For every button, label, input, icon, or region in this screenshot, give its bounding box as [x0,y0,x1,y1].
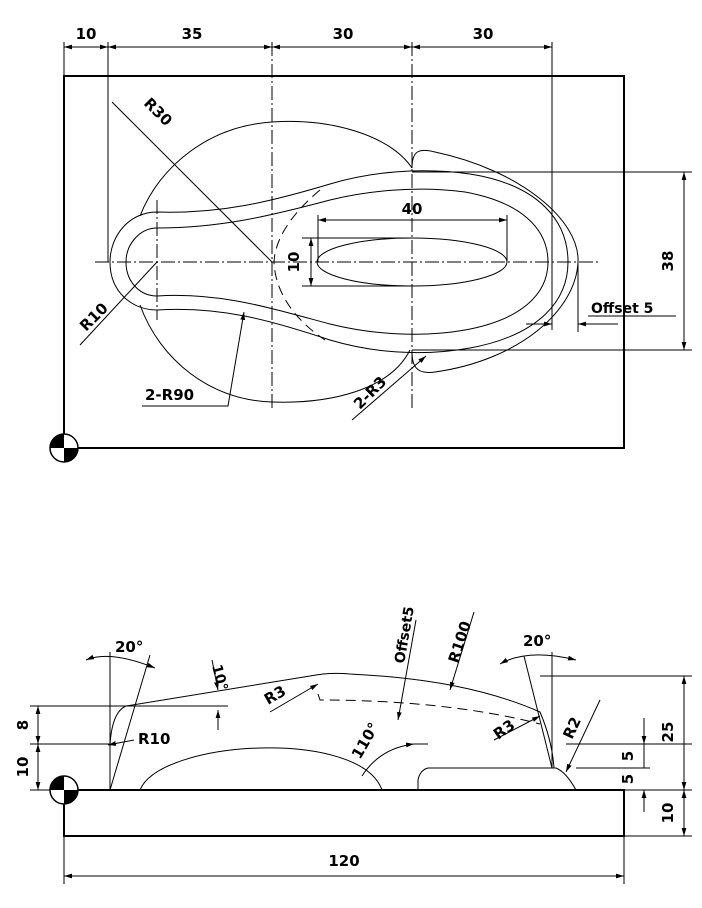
label-r30: R30 [140,94,176,130]
r30-circle [139,120,413,217]
origin-symbol-side [49,775,79,805]
dim-10v-text: 10 [285,252,303,273]
inner-contour [125,188,549,335]
label-offset5-top: Offset 5 [591,301,653,317]
label-r100: R100 [445,619,475,665]
side-view: 20° 10° R3 R10 110° Offset5 R100 R3 20° [14,605,692,884]
side-profile [109,672,555,790]
dim-30b-text: 30 [473,25,494,43]
dim-30a-text: 30 [333,25,354,43]
dim-5b-text: 5 [619,774,637,784]
label-r2: R2 [559,714,585,742]
dim-25-text: 25 [659,722,677,743]
label-r10-top: R10 [76,299,112,335]
label-offset5-side: Offset5 [392,605,418,664]
dim-10-right-text: 10 [659,803,677,824]
angle-20-right: 20° [523,632,551,650]
angle-110: 110° [348,719,383,762]
label-2r90: 2-R90 [145,386,194,404]
label-r10-side: R10 [138,730,170,748]
stock-outline-top [63,75,625,449]
dim-38-text: 38 [659,251,677,272]
outer-bump [411,149,579,373]
dim-35-text: 35 [182,25,203,43]
origin-symbol-top [49,433,79,463]
label-r3-right: R3 [490,716,518,743]
r30-dashed-arc [273,189,326,341]
label-r3-left: R3 [261,682,289,709]
side-hump [139,747,383,791]
outer-contour [109,170,569,354]
angle-20-left: 20° [115,638,143,656]
dim-10-left-text: 10 [14,757,32,778]
offset-dashed [317,693,541,725]
angle-10: 10° [208,663,230,693]
dim-5a-text: 5 [619,751,637,761]
dim-10-text: 10 [76,25,97,43]
top-view: 10 35 30 30 R30 40 10 38 [49,25,692,463]
stock-outline-side [63,789,625,837]
dim-40-text: 40 [402,200,423,218]
dim-120-text: 120 [328,852,359,870]
dim-8-text: 8 [14,720,32,730]
